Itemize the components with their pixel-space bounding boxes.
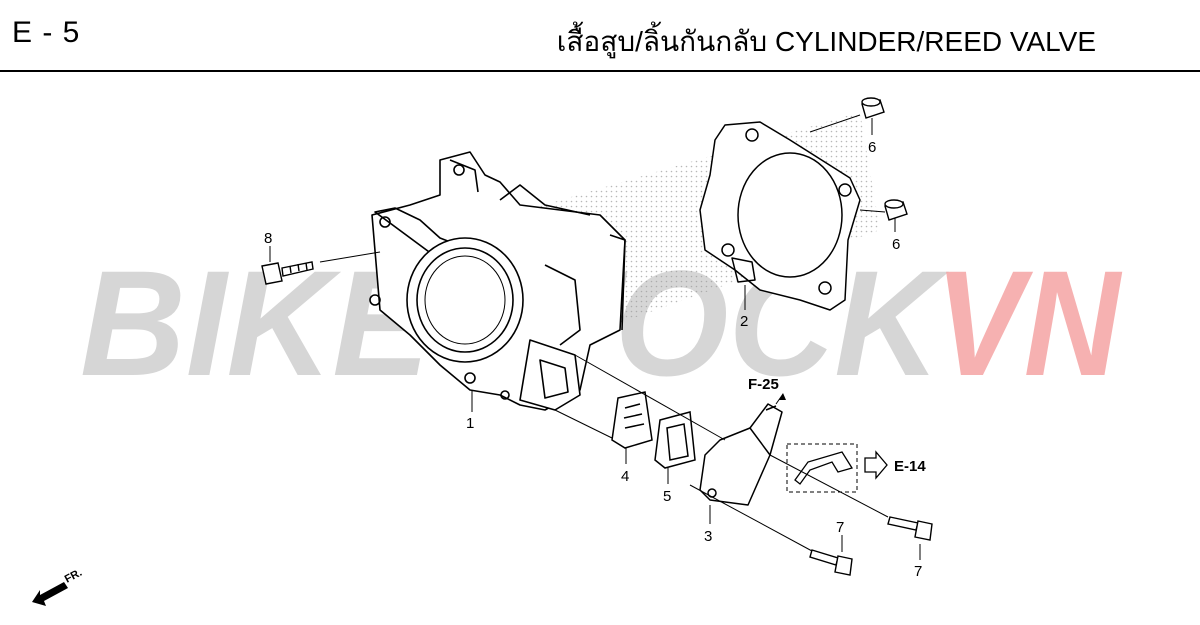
reed-gasket — [654, 411, 696, 469]
callout-7-lower: 7 — [914, 563, 922, 580]
callout-3: 3 — [704, 528, 712, 545]
arrow-right-icon — [864, 450, 888, 480]
dowel-pin-top — [861, 97, 885, 119]
cylinder-block — [369, 151, 626, 411]
cylinder-bolt — [261, 261, 314, 285]
callout-4: 4 — [621, 468, 629, 485]
cylinder-gasket — [699, 121, 861, 311]
hose-clamp-bracket — [794, 451, 854, 485]
ref-f25[interactable]: F-25 — [748, 376, 779, 393]
page-header: E - 5 เสื้อสูบ/ลิ้นกันกลับ CYLINDER/REED… — [0, 0, 1200, 72]
ref-e14[interactable]: E-14 — [894, 458, 926, 475]
leader-lines — [269, 114, 921, 560]
page-code: E - 5 — [12, 16, 81, 49]
callout-6-bottom: 6 — [892, 236, 900, 253]
front-indicator: FR. — [32, 567, 84, 606]
watermark-text-accent: VN — [935, 239, 1122, 407]
page-title: เสื้อสูบ/ลิ้นกันกลับ CYLINDER/REED VALVE — [556, 26, 1096, 57]
reed-valve — [611, 391, 653, 449]
callout-8: 8 — [264, 230, 272, 247]
callout-2: 2 — [740, 313, 748, 330]
dowel-pin-bottom — [884, 199, 908, 221]
reference-box-e14 — [786, 443, 858, 493]
flange-bolt-bottom — [809, 549, 853, 576]
callout-labels: 1 2 3 4 5 6 6 7 7 8 — [264, 139, 922, 580]
flange-bolt-right — [887, 516, 933, 541]
front-label: FR. — [63, 567, 84, 586]
front-arrow-icon — [32, 582, 68, 606]
callout-6-top: 6 — [868, 139, 876, 156]
callout-1: 1 — [466, 415, 474, 432]
callout-7-upper: 7 — [836, 519, 844, 536]
arrowhead-f25 — [779, 393, 786, 400]
parts-diagram: BIKESTOCK VN — [32, 97, 1122, 606]
callout-5: 5 — [663, 488, 671, 505]
air-suction-cover — [699, 403, 783, 506]
